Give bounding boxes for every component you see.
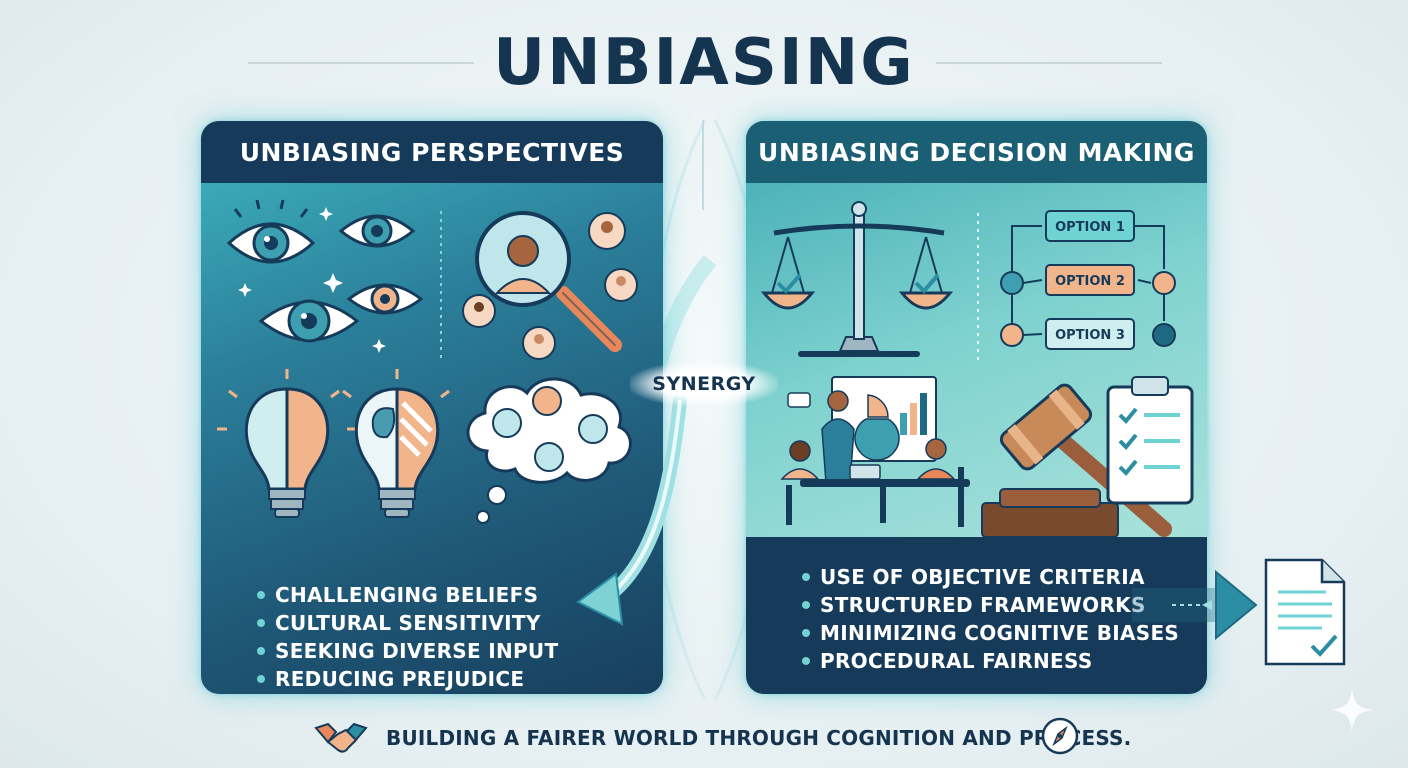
- list-item: USE OF OBJECTIVE CRITERIA: [802, 563, 1207, 591]
- list-item: SEEKING DIVERSE INPUT: [257, 637, 663, 665]
- title-rule-left: [248, 62, 474, 64]
- decision-bullet-list: USE OF OBJECTIVE CRITERIA STRUCTURED FRA…: [746, 537, 1207, 694]
- decision-illustrations: OPTION 1 OPTION 2 OPTION 3: [760, 201, 1194, 538]
- lightbulb-icon: [217, 369, 357, 518]
- list-item: CHALLENGING BELIEFS: [257, 581, 663, 609]
- compass-icon: [1041, 717, 1079, 755]
- synergy-label: SYNERGY: [630, 362, 778, 406]
- scales-icon: [760, 201, 954, 357]
- list-item: PROCEDURAL FAIRNESS: [802, 647, 1207, 675]
- checklist-icon: [1106, 376, 1194, 505]
- sparkle-icon: [1330, 688, 1374, 732]
- footer-tagline: BUILDING A FAIRER WORLD THROUGH COGNITIO…: [386, 726, 1132, 750]
- eye-icon: [338, 214, 416, 248]
- title-rule-right: [936, 62, 1162, 64]
- perspectives-illustrations: [217, 199, 638, 524]
- eye-icon: [346, 283, 424, 315]
- decision-making-heading: UNBIASING DECISION MAKING: [746, 121, 1207, 183]
- perspectives-heading: UNBIASING PERSPECTIVES: [201, 121, 663, 183]
- eye-icon: [226, 199, 316, 264]
- gavel-icon: [981, 383, 1172, 538]
- list-item: STRUCTURED FRAMEWORKS: [802, 591, 1207, 619]
- perspectives-bullet-list: CHALLENGING BELIEFS CULTURAL SENSITIVITY…: [201, 559, 663, 694]
- document-check-icon: [1264, 558, 1346, 666]
- page-title: UNBIASING: [493, 26, 915, 100]
- flowchart-icon: OPTION 1 OPTION 2 OPTION 3: [1000, 210, 1176, 350]
- output-arrow: [1132, 569, 1258, 641]
- list-item: MINIMIZING COGNITIVE BIASES: [802, 619, 1207, 647]
- perspectives-panel: UNBIASING PERSPECTIVES: [201, 121, 663, 694]
- meeting-icon: [780, 376, 970, 527]
- synergy-arrow: [576, 393, 687, 626]
- handshake-icon: [314, 722, 368, 753]
- decision-making-panel: UNBIASING DECISION MAKING OPTION 1 OPTIO…: [746, 121, 1207, 694]
- option-1-label: OPTION 1: [1055, 220, 1125, 235]
- magnifier-people-icon: [462, 211, 638, 360]
- list-item: CULTURAL SENSITIVITY: [257, 609, 663, 637]
- list-item: REDUCING PREJUDICE: [257, 665, 663, 693]
- option-2-label: OPTION 2: [1055, 274, 1125, 289]
- brain-bulb-icon: [342, 369, 450, 518]
- thought-cloud-icon: [466, 377, 632, 524]
- option-3-label: OPTION 3: [1055, 328, 1125, 343]
- eye-icon: [258, 299, 360, 343]
- sparkle-icon: [238, 207, 386, 353]
